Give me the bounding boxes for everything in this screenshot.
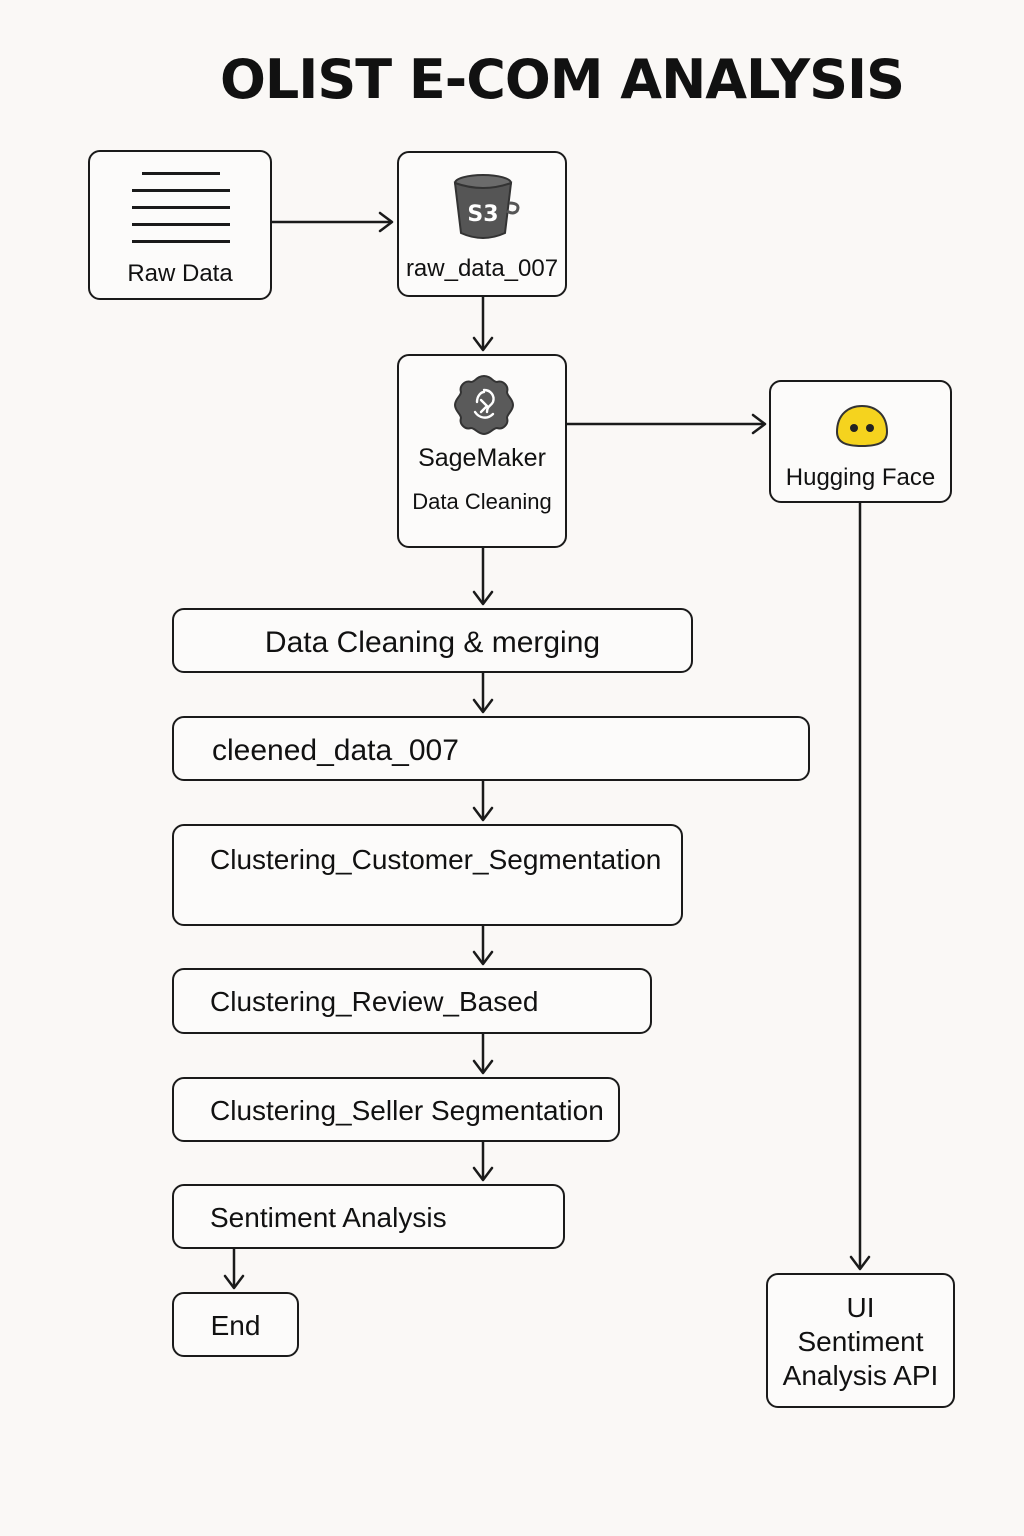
step-end: End [172,1292,299,1357]
raw-data-node: Raw Data [88,150,272,300]
api-label-line: Analysis API [782,1360,939,1391]
document-lines-icon [132,172,230,257]
ui-sentiment-api-node: UI Sentiment Analysis API [766,1273,955,1408]
step-cleaned-data: cleened_data_007 [172,716,810,781]
step-label: Clustering_Seller Segmentation [210,1095,604,1126]
sagemaker-sublabel: Data Cleaning [412,489,552,514]
step-label: Clustering_Customer_Segmentation [210,844,662,875]
raw-data-label: Raw Data [127,260,233,287]
step-clustering-seller-segmentation: Clustering_Seller Segmentation [172,1077,620,1142]
step-sentiment-analysis: Sentiment Analysis [172,1184,565,1249]
s3-bucket-icon: S3 [453,174,520,239]
hugging-face-icon [835,404,889,448]
api-label-line: UI [846,1292,875,1323]
s3-bucket-label: raw_data_007 [405,255,559,282]
step-label: Clustering_Review_Based [210,986,539,1017]
diagram-title: OLIST E-COM ANALYSIS [219,48,905,111]
step-label: cleened_data_007 [212,734,459,767]
step-label: Sentiment Analysis [210,1202,447,1233]
s3-node: S3 raw_data_007 [397,151,567,297]
sagemaker-icon [453,374,515,436]
sagemaker-label: SageMaker [418,444,546,472]
step-clustering-review-based: Clustering_Review_Based [172,968,652,1034]
step-data-cleaning-merging: Data Cleaning & merging [172,608,693,673]
hugging-face-node: Hugging Face [769,380,952,503]
s3-icon-text: S3 [467,202,498,227]
hugging-face-label: Hugging Face [785,464,936,491]
step-clustering-customer-segmentation: Clustering_Customer_Segmentation [172,824,683,926]
step-label: End [210,1310,261,1341]
sagemaker-node: SageMaker Data Cleaning [397,354,567,548]
step-label: Data Cleaning & merging [264,626,601,659]
api-label-line: Sentiment [797,1326,924,1357]
